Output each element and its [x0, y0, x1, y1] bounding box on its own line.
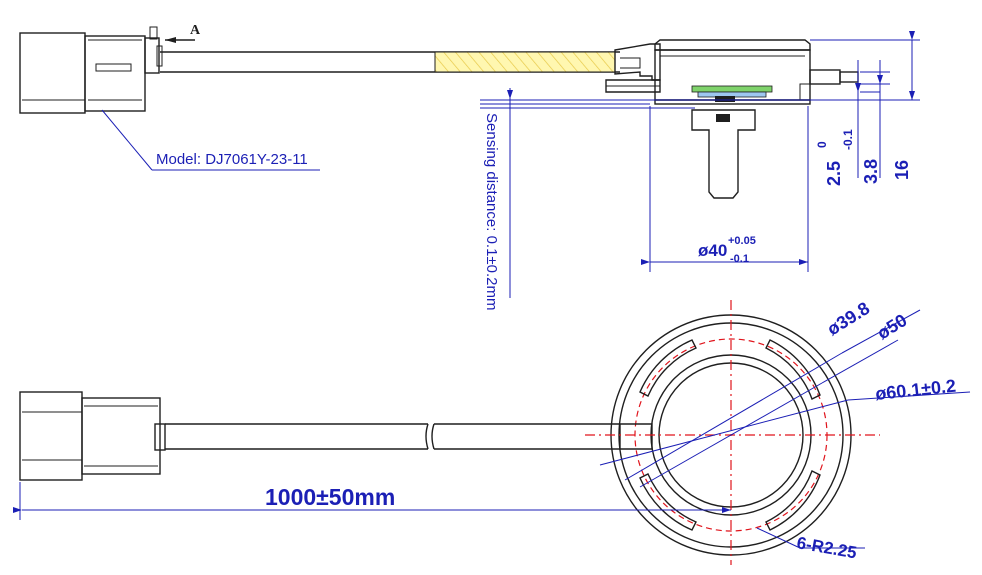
dim-16: 16 — [892, 160, 912, 180]
side-view: A — [19, 23, 920, 311]
dim-cable-length — [13, 482, 731, 520]
dim-2-5-tol-lower: -0.1 — [841, 129, 855, 150]
hole-radius-label: 6-R2.25 — [795, 533, 858, 562]
dim-40-tol-upper: +0.05 — [728, 235, 756, 247]
model-leader — [101, 109, 320, 171]
centerlines — [585, 300, 880, 565]
dim-40-tol-lower: -0.1 — [730, 253, 749, 265]
sensing-distance-lines — [480, 88, 915, 298]
diameter-leaders — [599, 309, 971, 549]
view-marker-label: A — [190, 23, 201, 38]
dim-heights — [810, 31, 920, 178]
dim-39-8: ø39.8 — [824, 298, 874, 339]
dim-40-base: ø40 — [698, 241, 727, 260]
dim-2-5-tol-upper: 0 — [815, 141, 829, 148]
sensing-distance-label: Sensing distance: 0.1±0.2mm — [483, 113, 500, 311]
sensor-body — [654, 39, 859, 105]
dim-2-5-base: 2.5 — [824, 161, 844, 186]
plan-view: ø39.8 ø50 ø60.1±0.2 6-R2.25 1000±50mm — [13, 298, 971, 565]
dim-3-8: 3.8 — [861, 159, 881, 184]
target-probe — [691, 109, 756, 199]
bottom-connector — [19, 391, 166, 481]
top-cable — [160, 43, 661, 93]
bottom-cable — [165, 423, 620, 450]
dim-60-1: ø60.1±0.2 — [874, 376, 957, 404]
cable-length-label: 1000±50mm — [265, 484, 395, 510]
model-label: Model: DJ7061Y-23-11 — [156, 151, 308, 168]
dim-50: ø50 — [874, 310, 911, 343]
dim-width-40 — [641, 106, 809, 272]
top-connector — [19, 26, 163, 114]
